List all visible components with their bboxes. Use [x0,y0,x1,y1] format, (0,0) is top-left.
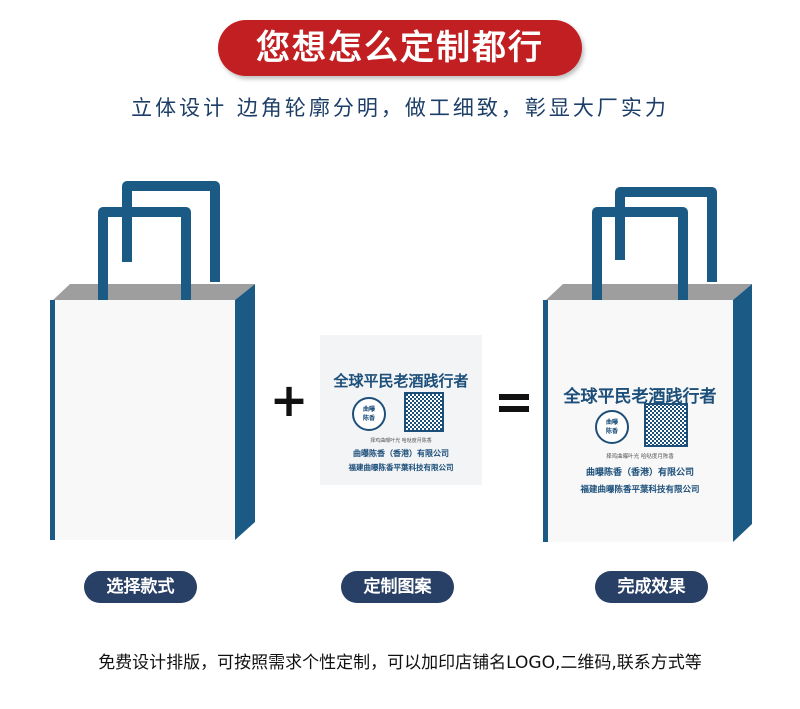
bag-company-1: 曲曝陈香（香港）有限公司 [586,466,694,478]
qr-code-icon [404,392,444,432]
plus-sign: + [270,373,309,427]
bag-seal-line1: 曲曝 [606,418,618,426]
card-company-2: 福建曲曝陈香平葉科技有限公司 [348,462,454,472]
step-custom-pattern: 定制图案 [341,571,454,603]
card-company-1: 曲曝陈香（香港）有限公司 [353,448,449,458]
step-final-effect: 完成效果 [595,571,708,603]
card-slogan: 全球平民老酒践行者 [332,372,468,390]
equals-sign [499,394,529,412]
bag-tagline: 择鸡曲曝叶光 哈哒度月陈香 [606,452,674,460]
bag-seal-line2: 陈香 [606,427,619,435]
bag-blank [50,181,255,540]
bag-slogan: 全球平民老酒践行者 [563,386,717,407]
step-choose-style: 选择款式 [84,571,197,603]
card-tagline: 择鸡曲曝叶光 哈哒度月陈香 [370,437,432,444]
footer-note: 免费设计排版，可按照需求个性定制，可以加印店铺名LOGO,二维码,联系方式等 [98,653,702,673]
bag-qr-code-icon [644,403,688,447]
bag-company-2: 福建曲曝陈香平葉科技有限公司 [579,484,699,495]
print-design-card: 全球平民老酒践行者 曲曝 陈香 择鸡曲曝叶光 哈哒度月陈香 曲曝陈香（香港）有限… [320,335,482,485]
subtitle: 立体设计 边角轮廓分明，做工细致，彰显大厂实力 [131,96,669,120]
title-banner: 您想怎么定制都行 [218,20,582,76]
card-seal-line2: 陈香 [363,414,376,422]
card-seal-line1: 曲曝 [363,405,375,413]
bag-finished: 全球平民老酒践行者 曲曝 陈香 择鸡曲曝叶光 哈哒度月陈香 曲曝陈香（香港）有限… [543,187,752,542]
banner-title: 您想怎么定制都行 [256,28,544,68]
